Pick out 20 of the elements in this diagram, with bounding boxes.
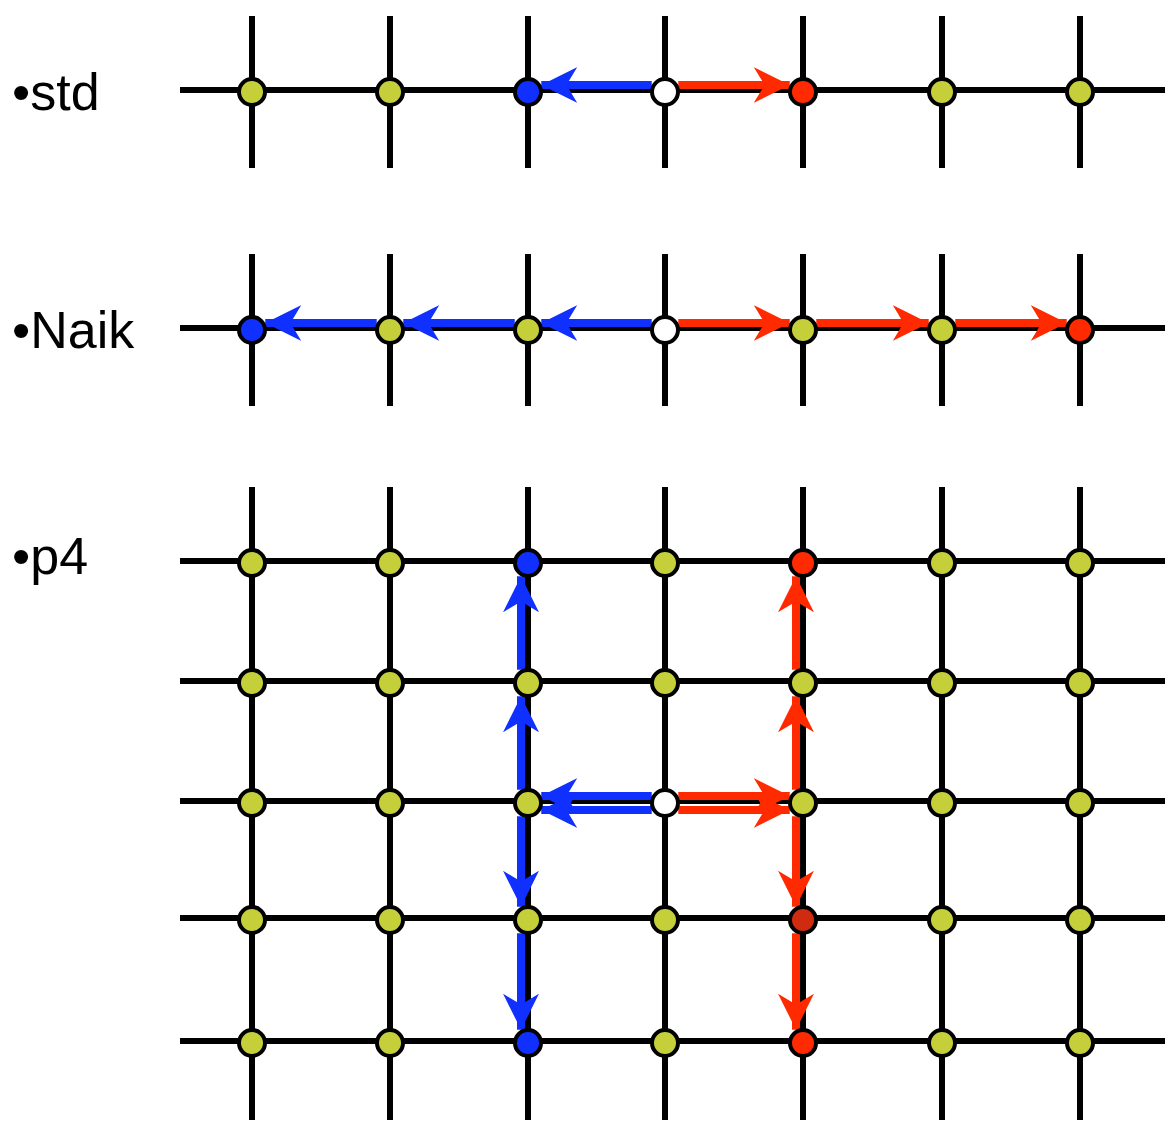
arrow	[778, 576, 814, 670]
arrow	[678, 67, 790, 103]
arrow	[778, 696, 814, 790]
arrow	[541, 67, 652, 103]
row-label: •Naik	[12, 304, 135, 356]
arrow	[816, 305, 929, 341]
arrow	[778, 816, 814, 907]
lattice-site	[788, 788, 818, 818]
lattice-site	[513, 788, 543, 818]
arrow	[265, 305, 377, 341]
arrow	[503, 576, 539, 670]
arrow	[955, 305, 1067, 341]
arrow	[503, 696, 539, 790]
arrow	[403, 305, 515, 341]
arrow	[503, 816, 539, 907]
arrow	[678, 305, 790, 341]
row-label: •std	[12, 66, 100, 118]
arrow	[503, 933, 539, 1030]
arrow	[541, 305, 652, 341]
arrow	[778, 933, 814, 1030]
